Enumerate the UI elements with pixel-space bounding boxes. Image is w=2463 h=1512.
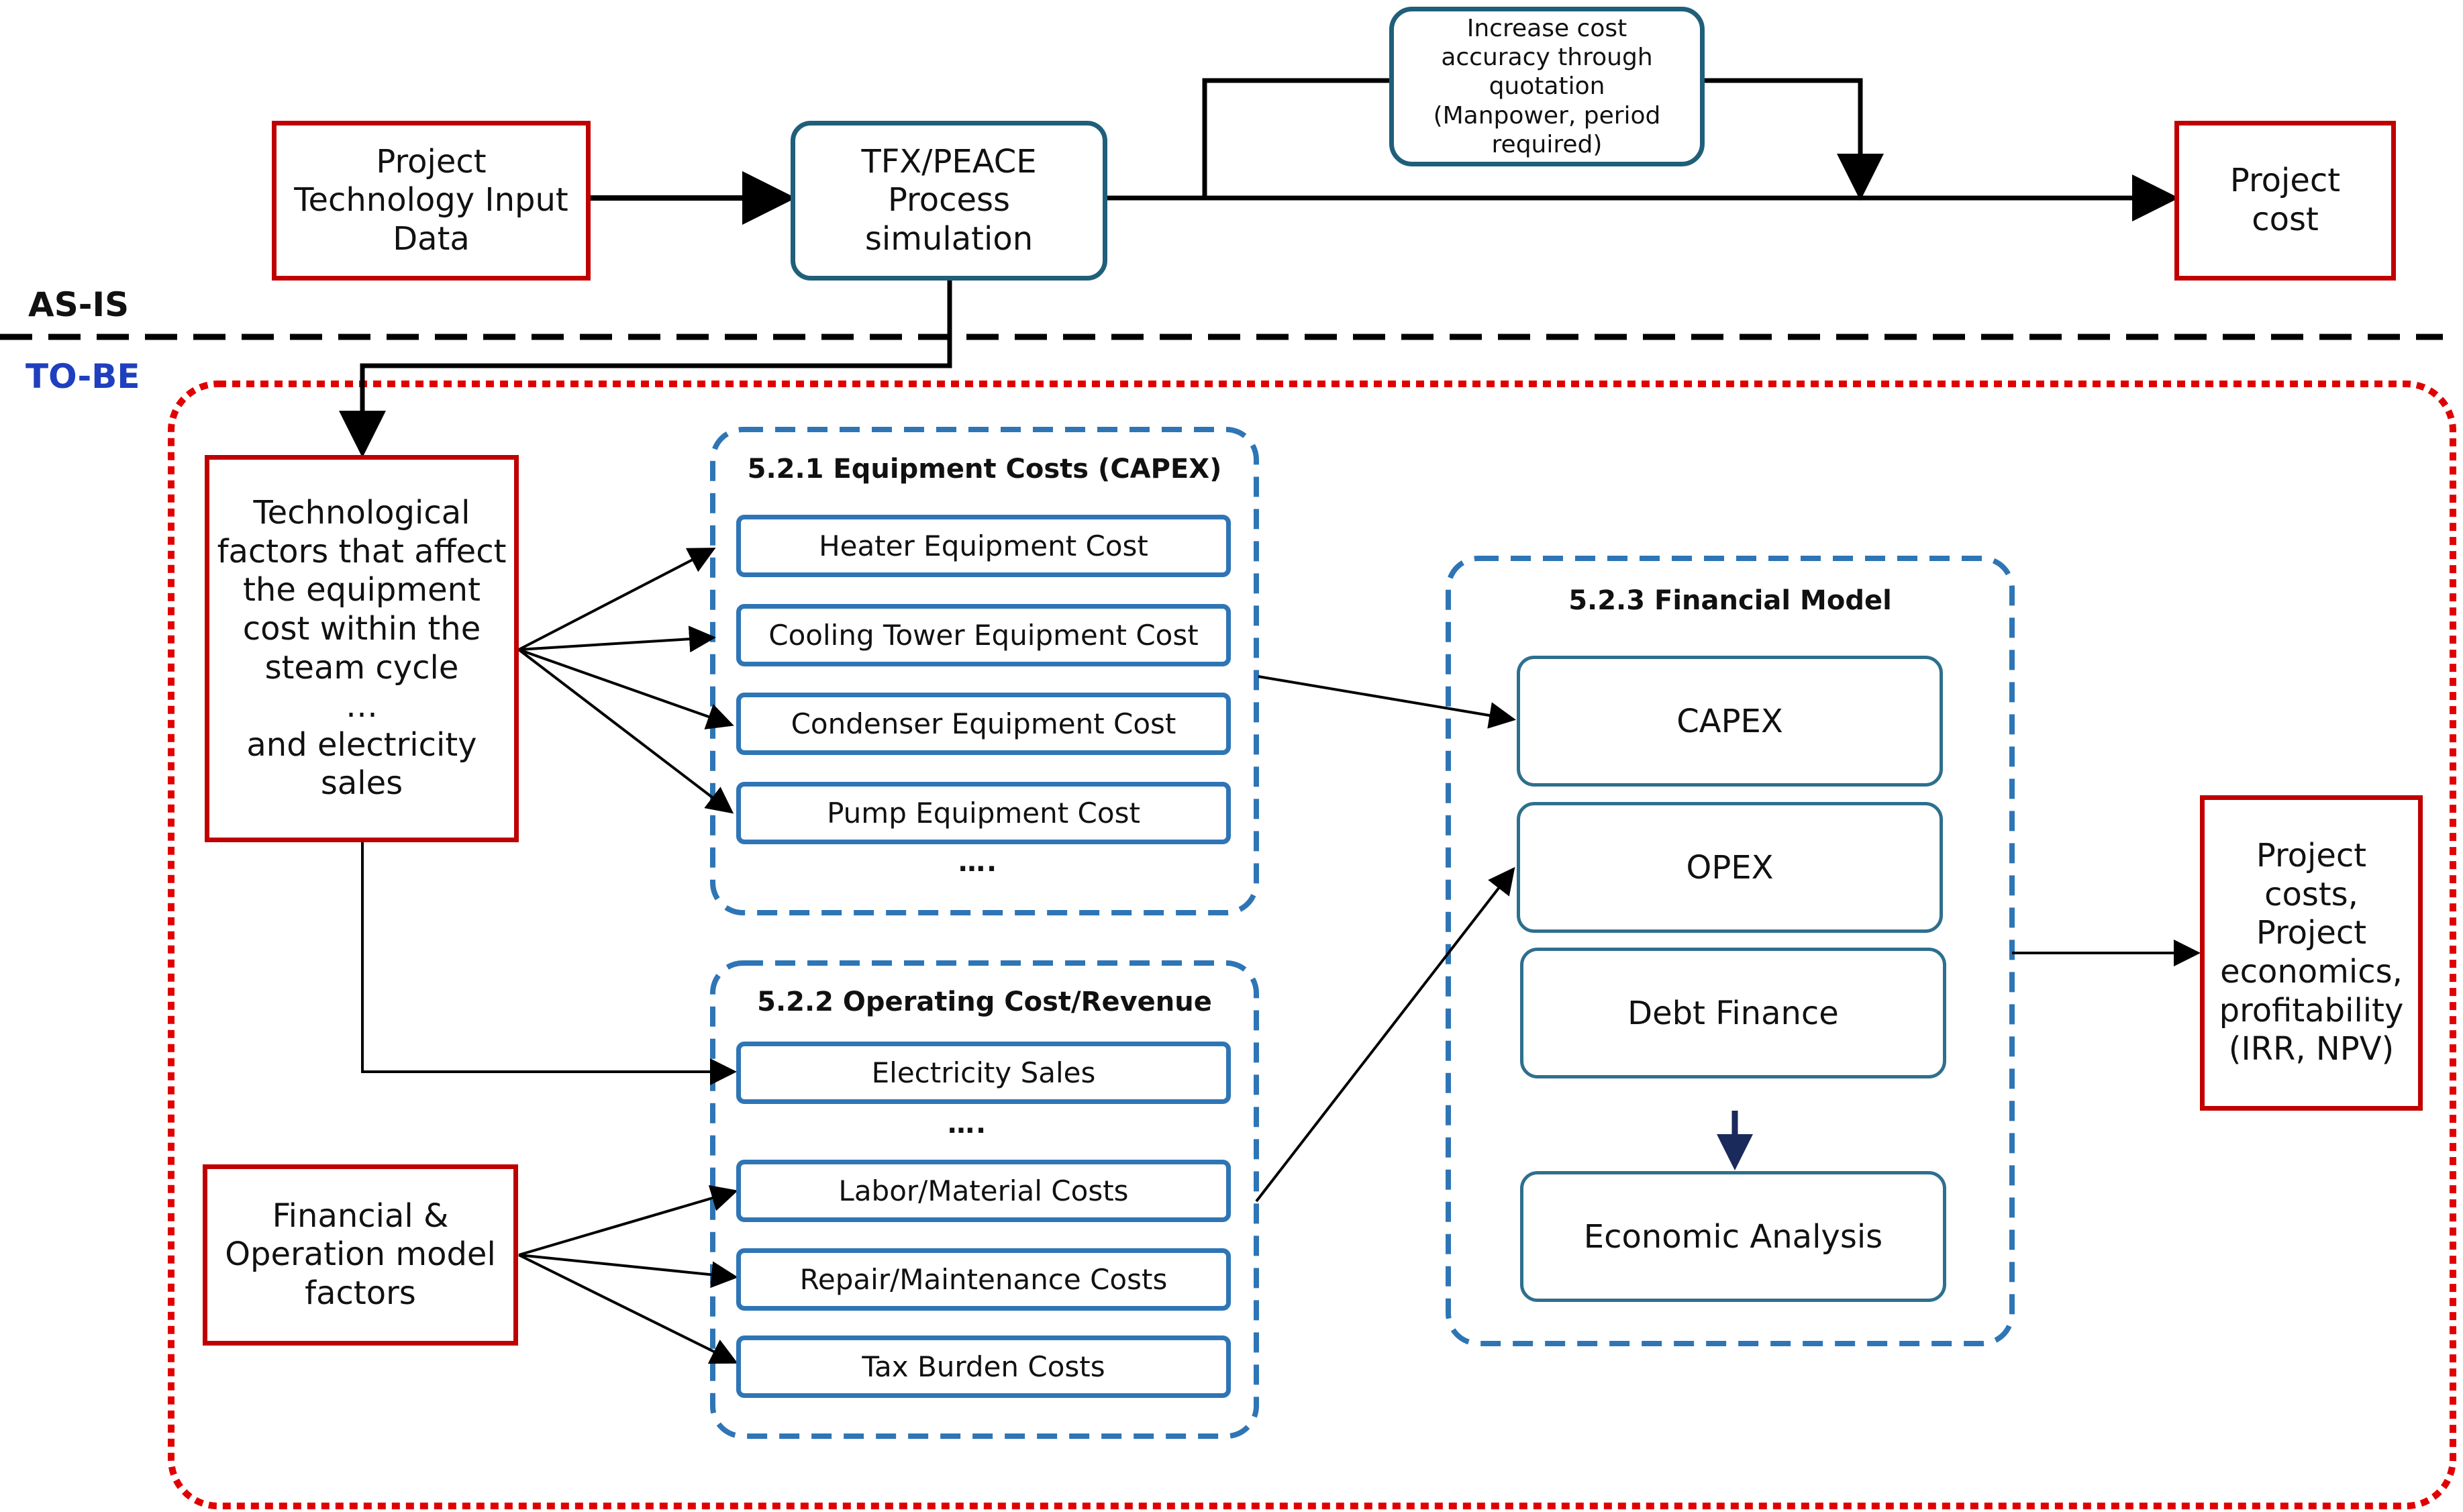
tech-line-4: cost within the bbox=[242, 609, 481, 648]
arrow-tech-to-pump bbox=[517, 648, 734, 814]
project-input-line-1: Project bbox=[376, 142, 487, 181]
arrow-tech-to-electricity bbox=[361, 842, 737, 1085]
pump-equipment-cost: Pump Equipment Cost bbox=[736, 782, 1231, 844]
tech-line-8: sales bbox=[320, 764, 403, 803]
financial-factors-box: Financial & Operation model factors bbox=[203, 1164, 518, 1346]
arrow-tech-to-heater bbox=[518, 548, 716, 651]
tax-burden-costs: Tax Burden Costs bbox=[736, 1335, 1231, 1398]
arrow-tech-to-condenser bbox=[518, 648, 734, 729]
model-opex: OPEX bbox=[1517, 802, 1943, 933]
quotation-line-1: Increase cost bbox=[1466, 15, 1627, 43]
quotation-line-5: required) bbox=[1491, 130, 1603, 158]
project-economics-output-box: Project costs, Project economics, profit… bbox=[2200, 795, 2423, 1111]
tech-line-1: Technological bbox=[253, 494, 470, 532]
financial-model-group-boundary bbox=[1446, 556, 2015, 1346]
fin-factors-line-2: Operation model bbox=[225, 1236, 496, 1274]
fin-factors-line-3: factors bbox=[305, 1274, 416, 1312]
to-be-label: TO-BE bbox=[26, 357, 140, 396]
output-line-6: (IRR, NPV) bbox=[2228, 1030, 2395, 1068]
quotation-line-3: quotation bbox=[1489, 72, 1605, 101]
labor-material-costs: Labor/Material Costs bbox=[736, 1160, 1231, 1222]
output-line-4: economics, bbox=[2220, 953, 2403, 991]
fin-factors-line-1: Financial & bbox=[272, 1197, 449, 1235]
simulation-line-1: TFX/PEACE bbox=[861, 142, 1037, 181]
repair-maintenance-costs: Repair/Maintenance Costs bbox=[736, 1248, 1231, 1311]
project-cost-line-2: cost bbox=[2252, 201, 2319, 238]
simulation-line-3: simulation bbox=[864, 219, 1034, 258]
tech-line-6: … bbox=[346, 687, 378, 725]
project-input-box: Project Technology Input Data bbox=[272, 121, 591, 281]
arrow-simulation-to-tech-factors bbox=[339, 281, 952, 458]
as-is-label: AS-IS bbox=[28, 285, 130, 324]
opex-group-boundary bbox=[710, 960, 1259, 1439]
heater-equipment-cost: Heater Equipment Cost bbox=[736, 515, 1231, 577]
electricity-sales: Electricity Sales bbox=[736, 1042, 1231, 1104]
arrow-fin-to-labor bbox=[518, 1185, 738, 1256]
quotation-line-2: accuracy through bbox=[1441, 44, 1653, 72]
capex-group-title: 5.2.1 Equipment Costs (CAPEX) bbox=[747, 454, 1222, 485]
cooling-tower-equipment-cost: Cooling Tower Equipment Cost bbox=[736, 604, 1231, 666]
opex-group-title: 5.2.2 Operating Cost/Revenue bbox=[757, 987, 1212, 1017]
arrow-tech-to-cooling bbox=[518, 625, 716, 653]
model-economic-analysis: Economic Analysis bbox=[1520, 1171, 1946, 1302]
tech-line-7: and electricity bbox=[246, 725, 477, 764]
project-input-line-3: Data bbox=[393, 219, 470, 258]
condenser-equipment-cost: Condenser Equipment Cost bbox=[736, 693, 1231, 755]
output-line-3: Project bbox=[2256, 914, 2367, 952]
tech-line-5: steam cycle bbox=[264, 648, 459, 687]
quotation-line-4: (Manpower, period bbox=[1433, 101, 1661, 130]
model-capex: CAPEX bbox=[1517, 656, 1943, 787]
output-line-2: costs, bbox=[2264, 875, 2358, 913]
output-line-1: Project bbox=[2256, 837, 2367, 875]
quotation-box: Increase cost accuracy through quotation… bbox=[1389, 7, 1705, 166]
project-input-line-2: Technology Input bbox=[294, 181, 568, 219]
opex-more-items: …. bbox=[948, 1109, 988, 1140]
to-be-region-boundary bbox=[168, 381, 2456, 1509]
process-simulation-box: TFX/PEACE Process simulation bbox=[791, 121, 1107, 281]
capex-more-items: …. bbox=[958, 847, 999, 878]
model-debt-finance: Debt Finance bbox=[1520, 948, 1946, 1078]
tech-line-2: factors that affect bbox=[217, 532, 507, 570]
capex-group-boundary bbox=[710, 427, 1259, 915]
arrow-opex-group-to-opex bbox=[1255, 866, 1515, 1203]
output-line-5: profitability bbox=[2219, 991, 2404, 1029]
arrow-fin-to-tax bbox=[518, 1254, 738, 1364]
project-cost-box: Project cost bbox=[2174, 121, 2396, 281]
tech-line-3: the equipment bbox=[243, 571, 481, 609]
simulation-line-2: Process bbox=[887, 181, 1011, 219]
financial-model-title: 5.2.3 Financial Model bbox=[1568, 585, 1892, 616]
arrow-capex-group-to-capex bbox=[1258, 675, 1516, 729]
arrow-fin-to-repair bbox=[518, 1254, 738, 1289]
technological-factors-box: Technological factors that affect the eq… bbox=[205, 455, 519, 842]
project-cost-line-1: Project bbox=[2229, 162, 2341, 200]
